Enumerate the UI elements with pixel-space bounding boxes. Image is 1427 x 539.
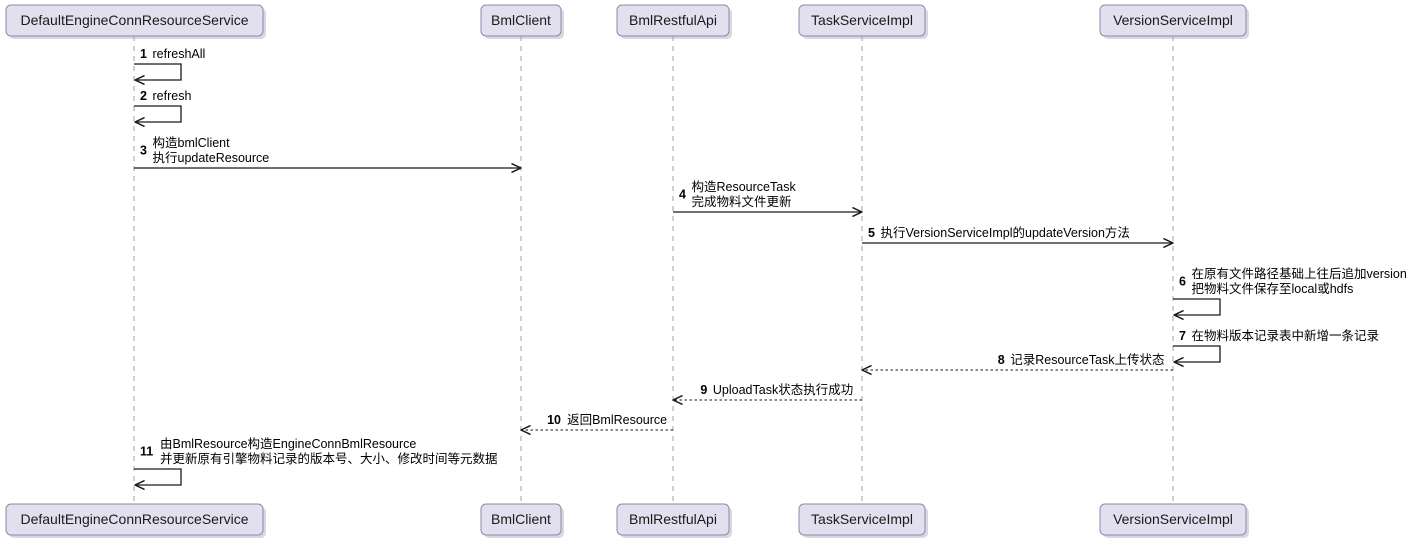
message-label: 并更新原有引擎物料记录的版本号、大小、修改时间等元数据 [160, 451, 498, 466]
participant-bottom-BmlRestfulApi[interactable]: BmlRestfulApi [616, 503, 732, 538]
participant-top-BmlRestfulApi[interactable]: BmlRestfulApi [616, 4, 732, 39]
message-number: 7 [1179, 329, 1186, 343]
participant-box[interactable] [798, 4, 926, 37]
participant-label: TaskServiceImpl [811, 511, 913, 527]
messages-group: 1 refreshAll 2 refresh 3 构造bmlClient执行updateR… [134, 47, 1407, 490]
message-number: 2 [140, 89, 147, 103]
participant-label: VersionServiceImpl [1113, 511, 1233, 527]
participant-box[interactable] [480, 4, 562, 37]
message-number: 6 [1179, 275, 1186, 289]
arrowhead-icon [852, 207, 863, 217]
message-label: 构造ResourceTask [692, 179, 797, 194]
participant-label: BmlRestfulApi [629, 511, 717, 527]
message-1[interactable]: 1 refreshAll [134, 47, 206, 85]
message-label: 由BmlResource构造EngineConnBmlResource [160, 436, 416, 451]
participant-label: DefaultEngineConnResourceService [20, 12, 248, 28]
participant-bottom-VersionServiceImpl[interactable]: VersionServiceImpl [1099, 503, 1249, 538]
participant-box[interactable] [616, 503, 730, 536]
self-message-path [134, 63, 182, 81]
message-number: 4 [679, 188, 686, 202]
message-label: refresh [153, 89, 192, 103]
message-number: 5 [868, 226, 875, 240]
participant-bottom-BmlClient[interactable]: BmlClient [480, 503, 564, 538]
participant-label: BmlClient [491, 511, 551, 527]
participant-bottom-DefaultEngineConnResourceService[interactable]: DefaultEngineConnResourceService [5, 503, 266, 538]
message-label: 记录ResourceTask上传状态 [1010, 352, 1164, 367]
participant-label: BmlClient [491, 12, 551, 28]
arrowhead-icon [134, 117, 145, 127]
participant-box[interactable] [1099, 4, 1247, 37]
message-label: 在物料版本记录表中新增一条记录 [1192, 328, 1380, 343]
participant-top-VersionServiceImpl[interactable]: VersionServiceImpl [1099, 4, 1249, 39]
participant-top-BmlClient[interactable]: BmlClient [480, 4, 564, 39]
participant-box[interactable] [616, 4, 730, 37]
participant-box[interactable] [5, 4, 264, 37]
message-label: 返回BmlResource [567, 413, 667, 427]
message-number: 1 [140, 47, 147, 61]
self-message-path [134, 468, 182, 486]
arrowhead-icon [1173, 357, 1184, 367]
self-message-path [1173, 345, 1221, 363]
participant-box[interactable] [480, 503, 562, 536]
lifelines-group [133, 36, 1174, 504]
arrowhead-icon [1163, 238, 1174, 248]
participant-box[interactable] [1099, 503, 1247, 536]
participants-top-group: DefaultEngineConnResourceService BmlClien… [5, 4, 1249, 39]
self-message-path [134, 105, 182, 123]
participant-label: BmlRestfulApi [629, 12, 717, 28]
participant-label: VersionServiceImpl [1113, 12, 1233, 28]
message-7[interactable]: 7 在物料版本记录表中新增一条记录 [1173, 328, 1380, 367]
participant-box[interactable] [798, 503, 926, 536]
message-label: 执行VersionServiceImpl的updateVersion方法 [881, 225, 1130, 240]
participant-label: DefaultEngineConnResourceService [20, 511, 248, 527]
message-number: 11 [140, 445, 153, 459]
message-label: 完成物料文件更新 [692, 194, 792, 209]
message-label: refreshAll [153, 47, 206, 61]
arrowhead-icon [134, 480, 145, 490]
message-label: 在原有文件路径基础上往后追加version [1192, 266, 1407, 281]
message-label: UploadTask状态执行成功 [713, 383, 853, 397]
participant-top-DefaultEngineConnResourceService[interactable]: DefaultEngineConnResourceService [5, 4, 266, 39]
participants-bottom-group: DefaultEngineConnResourceService BmlClien… [5, 503, 1249, 538]
message-label: 把物料文件保存至local或hdfs [1192, 281, 1354, 296]
participant-box[interactable] [5, 503, 264, 536]
arrowhead-icon [134, 75, 145, 85]
message-number: 9 [700, 383, 707, 397]
message-label: 构造bmlClient [153, 135, 231, 150]
participant-label: TaskServiceImpl [811, 12, 913, 28]
arrowhead-icon [520, 425, 531, 435]
arrowhead-icon [1173, 310, 1184, 320]
arrowhead-icon [672, 395, 683, 405]
message-5[interactable]: 5 执行VersionServiceImpl的updateVersion方法 [862, 225, 1174, 248]
message-9[interactable]: 9 UploadTask状态执行成功 [672, 383, 862, 405]
message-8[interactable]: 8 记录ResourceTask上传状态 [861, 352, 1173, 375]
message-label: 执行updateResource [153, 151, 270, 165]
message-2[interactable]: 2 refresh [134, 89, 192, 127]
message-number: 8 [998, 353, 1005, 367]
message-number: 10 [547, 413, 561, 427]
message-11[interactable]: 11 由BmlResource构造EngineConnBmlResource并更新… [134, 436, 498, 490]
message-number: 3 [140, 144, 147, 158]
self-message-path [1173, 298, 1221, 316]
participant-top-TaskServiceImpl[interactable]: TaskServiceImpl [798, 4, 928, 39]
message-10[interactable]: 10 返回BmlResource [520, 413, 673, 435]
participant-bottom-TaskServiceImpl[interactable]: TaskServiceImpl [798, 503, 928, 538]
arrowhead-icon [861, 365, 872, 375]
arrowhead-icon [511, 163, 522, 173]
